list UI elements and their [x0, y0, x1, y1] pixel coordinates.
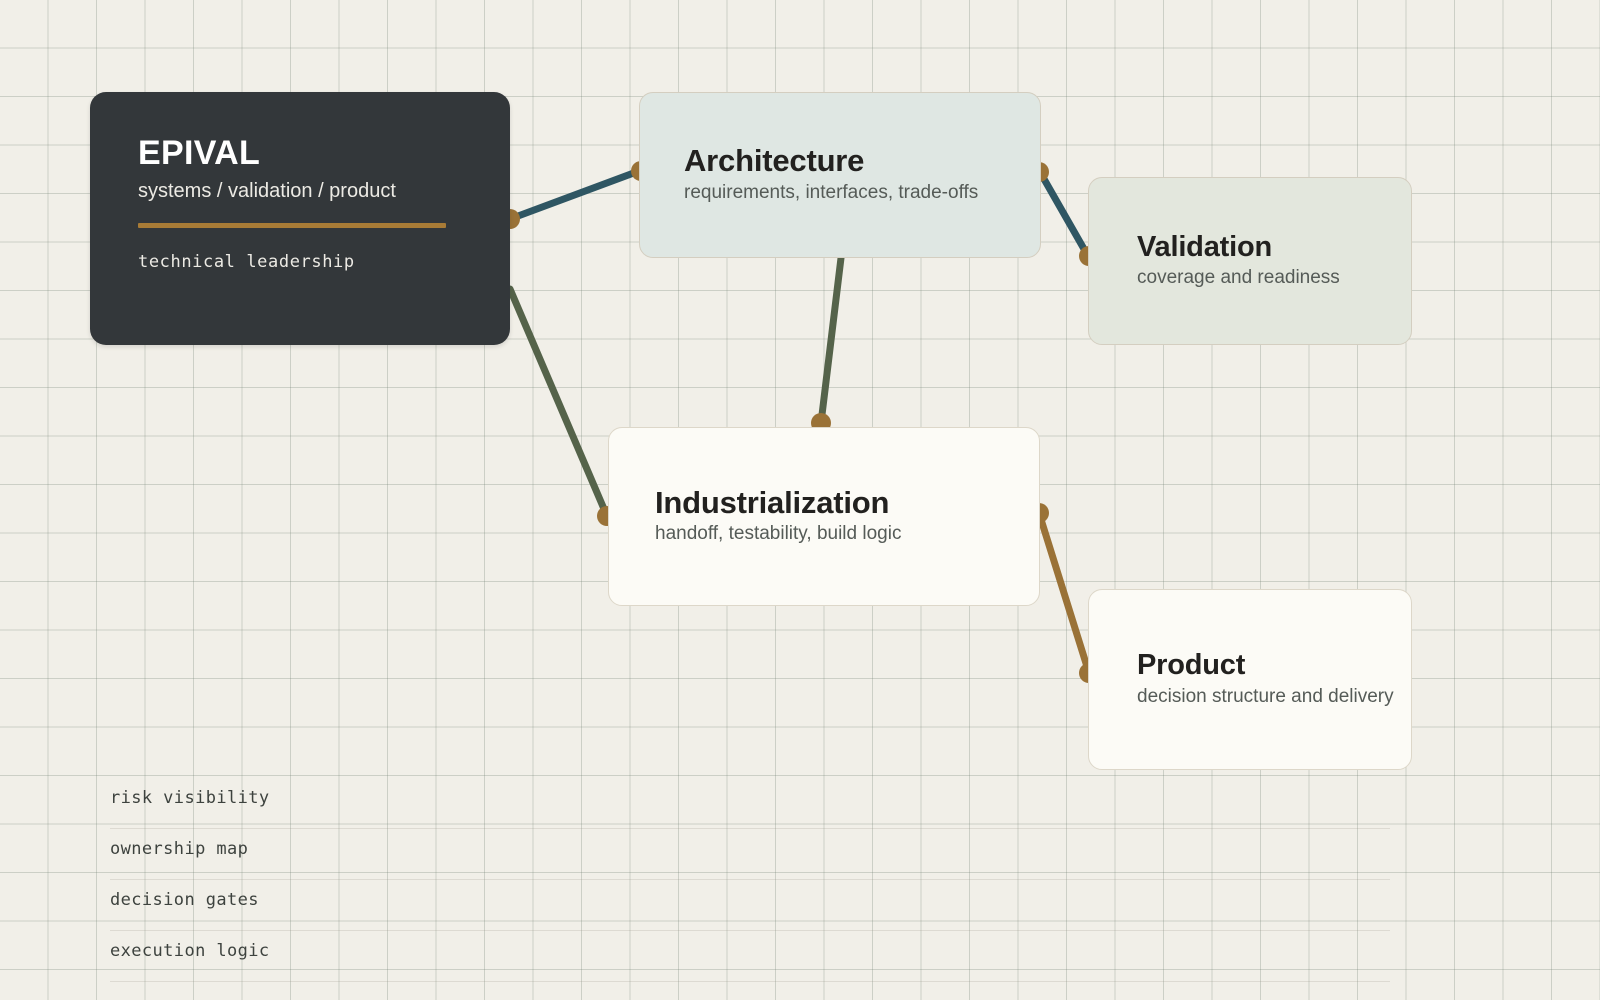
keyword-divider	[110, 879, 1390, 880]
keyword-row: risk visibility	[110, 778, 1390, 829]
keyword-row: execution logic	[110, 931, 1390, 982]
architecture-title: Architecture	[684, 143, 865, 179]
epival-title: EPIVAL	[138, 134, 261, 172]
node-validation[interactable]: Validation coverage and readiness	[1088, 177, 1412, 345]
keyword-label: ownership map	[110, 839, 249, 859]
keyword-divider	[110, 930, 1390, 931]
keyword-list: risk visibility ownership map decision gat…	[110, 778, 1390, 982]
industrialization-title: Industrialization	[655, 484, 890, 520]
node-product[interactable]: Product decision structure and delivery	[1088, 589, 1412, 770]
validation-subtitle: coverage and readiness	[1137, 266, 1340, 288]
architecture-subtitle: requirements, interfaces, trade-offs	[684, 181, 979, 203]
node-epival[interactable]: EPIVAL systems / validation / product te…	[90, 92, 510, 345]
product-title: Product	[1137, 648, 1246, 681]
epival-accent-rule	[138, 223, 446, 228]
edge-epival-architecture	[506, 167, 643, 223]
keyword-divider	[110, 828, 1390, 829]
edge-industrialization-product	[1035, 509, 1093, 677]
keyword-divider	[110, 981, 1390, 982]
node-industrialization[interactable]: Industrialization handoff, testability, …	[608, 427, 1040, 606]
keyword-label: decision gates	[110, 890, 259, 910]
keyword-row: ownership map	[110, 829, 1390, 880]
node-architecture[interactable]: Architecture requirements, interfaces, t…	[639, 92, 1041, 258]
validation-title: Validation	[1137, 231, 1272, 264]
epival-subtitle: systems / validation / product	[138, 180, 396, 202]
keyword-label: risk visibility	[110, 788, 270, 808]
keyword-label: execution logic	[110, 941, 270, 961]
edge-epival-industrialization	[506, 285, 611, 520]
product-subtitle: decision structure and delivery	[1137, 686, 1394, 708]
edge-architecture-validation	[1036, 168, 1092, 260]
keyword-row: decision gates	[110, 880, 1390, 931]
epival-tagline: technical leadership	[138, 252, 355, 272]
industrialization-subtitle: handoff, testability, build logic	[655, 523, 902, 545]
edge-architecture-industrialization	[817, 254, 845, 427]
